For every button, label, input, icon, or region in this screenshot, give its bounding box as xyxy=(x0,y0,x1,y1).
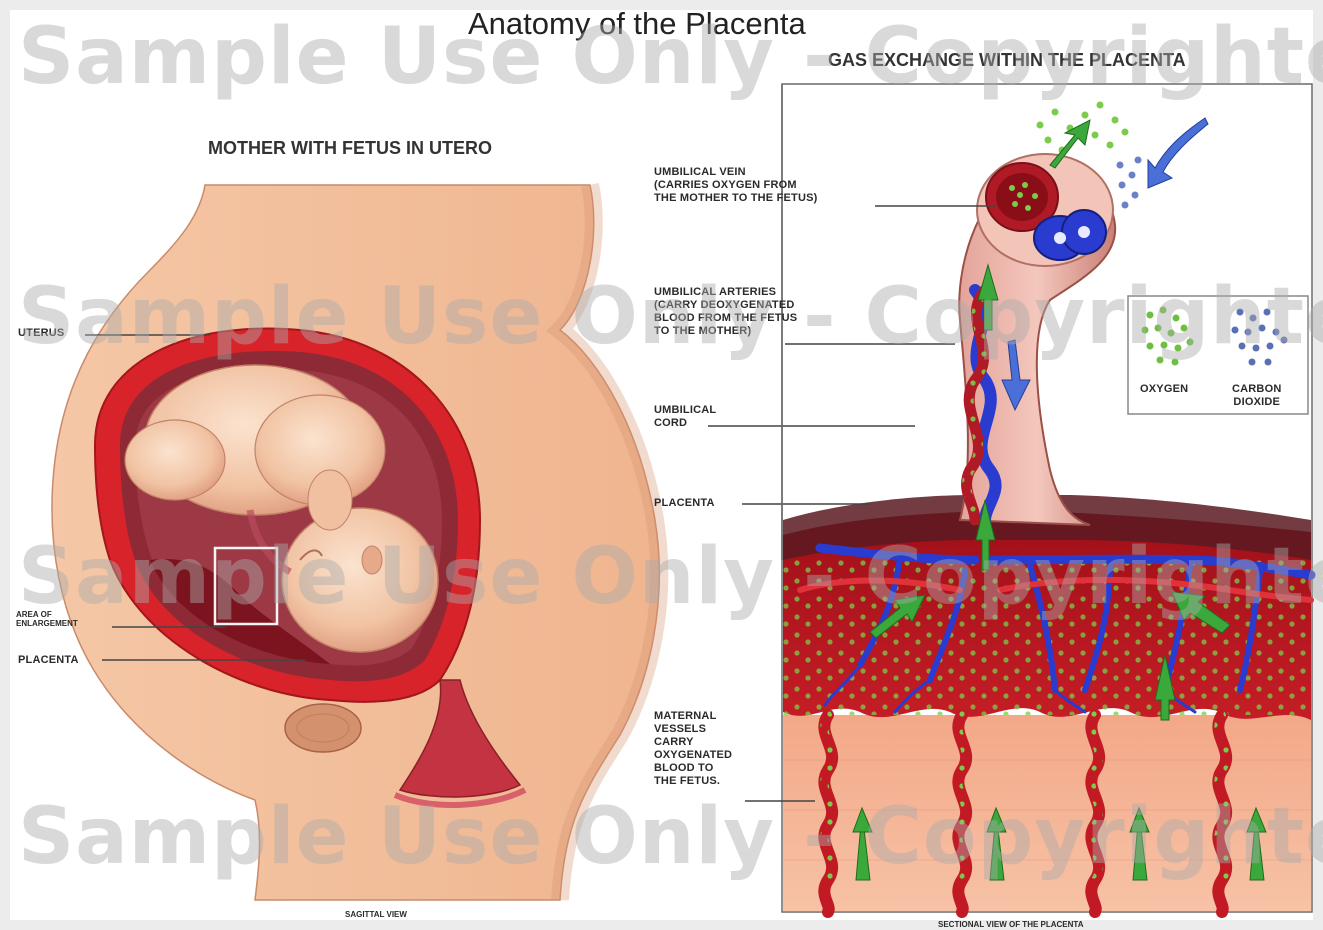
label-umbilical-arteries: UMBILICAL ARTERIES (CARRY DEOXYGENATED B… xyxy=(654,286,797,338)
label-umbilical-cord: UMBILICAL CORD xyxy=(654,404,716,430)
label-placenta-right: PLACENTA xyxy=(654,497,715,510)
page-title: Anatomy of the Placenta xyxy=(468,6,806,43)
caption-sectional-view: SECTIONAL VIEW OF THE PLACENTA xyxy=(938,920,1083,929)
caption-sagittal-view: SAGITTAL VIEW xyxy=(345,910,407,919)
label-placenta-left: PLACENTA xyxy=(18,654,79,667)
label-area-of-enlargement: AREA OF ENLARGEMENT xyxy=(16,610,78,629)
bladder xyxy=(285,704,361,752)
label-uterus: UTERUS xyxy=(18,327,64,340)
right-panel-heading: GAS EXCHANGE WITHIN THE PLACENTA xyxy=(828,50,1186,71)
legend-label-oxygen: OXYGEN xyxy=(1140,383,1188,396)
left-panel-heading: MOTHER WITH FETUS IN UTERO xyxy=(208,138,492,159)
label-umbilical-vein: UMBILICAL VEIN (CARRIES OXYGEN FROM THE … xyxy=(654,166,817,205)
legend-label-carbon-dioxide: CARBON DIOXIDE xyxy=(1232,383,1281,409)
label-maternal-vessels: MATERNAL VESSELS CARRY OXYGENATED BLOOD … xyxy=(654,710,732,788)
